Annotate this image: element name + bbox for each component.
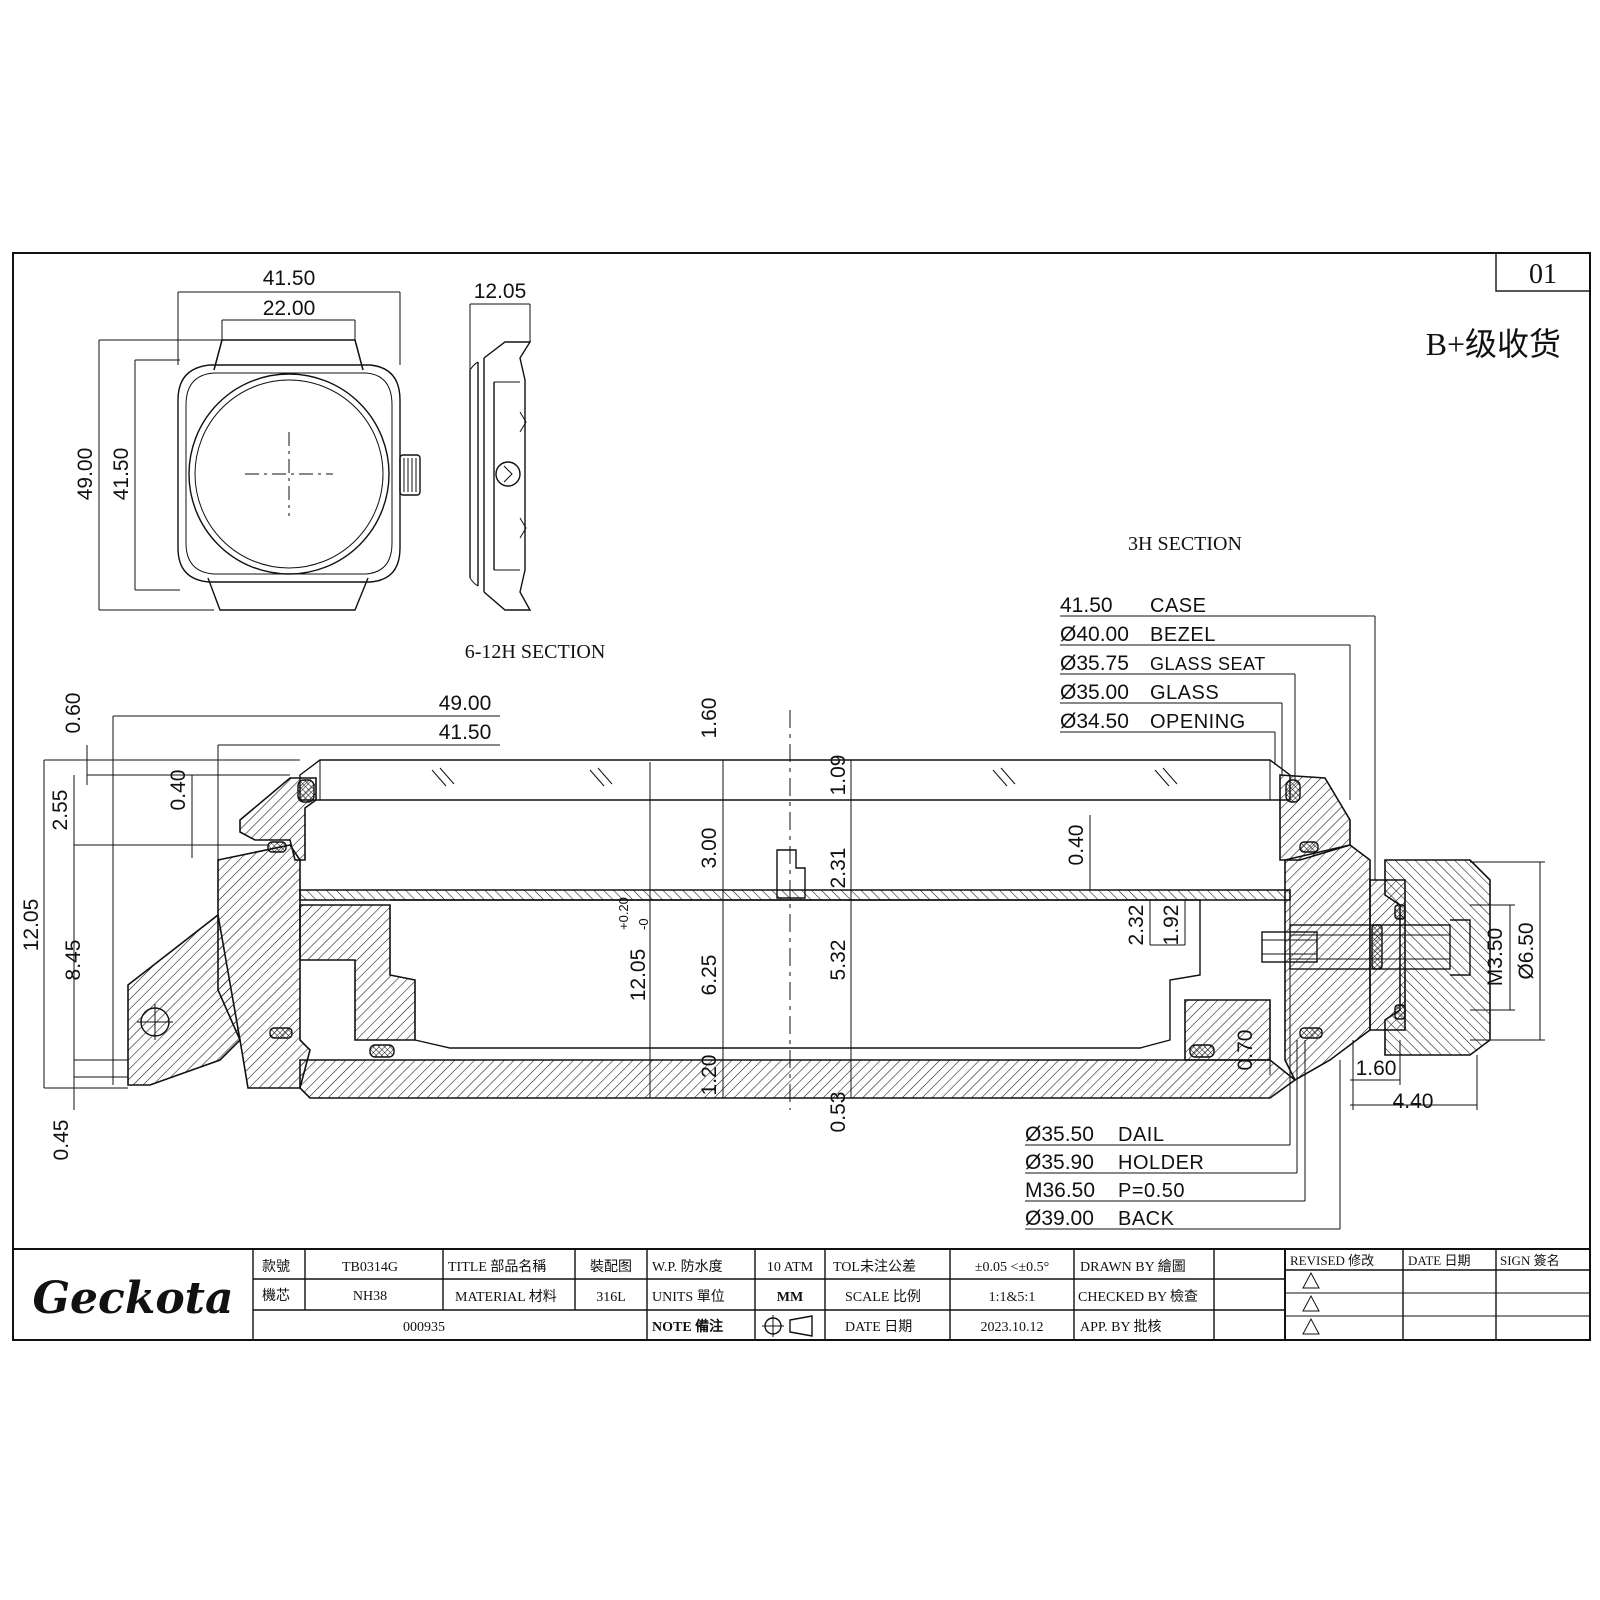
tol-label: TOL未注公差 xyxy=(833,1259,916,1275)
material-value: 316L xyxy=(596,1290,626,1305)
callout-leaders-top xyxy=(1060,615,1376,880)
drawn-by-label: DRAWN BY 繪圖 xyxy=(1080,1258,1186,1275)
section-6-12-title: 6-12H SECTION xyxy=(465,641,606,663)
callout-opening-value: Ø34.50 xyxy=(1060,710,1129,733)
projection-symbol-icon xyxy=(762,1315,813,1337)
dim-2-31: 2.31 xyxy=(827,848,850,889)
dim-3-00: 3.00 xyxy=(698,828,721,869)
callout-glass-seat-value: Ø35.75 xyxy=(1060,652,1129,675)
callout-list-top: 41.50 CASE Ø40.00 BEZEL Ø35.75 GLASS SEA… xyxy=(1060,594,1266,733)
callout-glass-value: Ø35.00 xyxy=(1060,681,1129,704)
dim-0-60: 0.60 xyxy=(62,693,85,734)
title-value: 裝配图 xyxy=(590,1259,632,1275)
sheet-border xyxy=(12,252,1591,1341)
section-3h-title: 3H SECTION xyxy=(1128,533,1242,555)
side-view xyxy=(469,303,532,611)
callout-case-value: 41.50 xyxy=(1060,594,1113,617)
dim-0-40: 0.40 xyxy=(167,770,190,811)
dim-tol-main: 12.05 xyxy=(627,949,650,1002)
app-by-label: APP. BY 批核 xyxy=(1080,1319,1162,1335)
callout-opening-label: OPENING xyxy=(1150,711,1246,733)
date-label: DATE 日期 xyxy=(845,1319,912,1335)
front-width-dim: 41.50 xyxy=(263,267,316,290)
crown-thread-dim: M3.50 xyxy=(1484,928,1507,986)
section-6-12-drawing xyxy=(43,710,1371,1110)
callout-back-value: Ø39.00 xyxy=(1025,1207,1094,1230)
callout-holder-value: Ø35.90 xyxy=(1025,1151,1094,1174)
dim-0-40b: 0.40 xyxy=(1065,825,1088,866)
callout-holder-label: HOLDER xyxy=(1118,1152,1204,1174)
callout-dail-value: Ø35.50 xyxy=(1025,1123,1094,1146)
callout-thread-label: P=0.50 xyxy=(1118,1180,1185,1202)
callout-bezel-value: Ø40.00 xyxy=(1060,623,1129,646)
style-value: TB0314G xyxy=(342,1260,398,1275)
dim-case-length: 41.50 xyxy=(439,721,492,744)
crown-1-60-dim: 1.60 xyxy=(1356,1057,1397,1080)
revision-sign-label: SIGN 簽名 xyxy=(1500,1253,1560,1268)
revision-date-label: DATE 日期 xyxy=(1408,1253,1470,1268)
dim-0-53: 0.53 xyxy=(827,1092,850,1133)
callout-glass-seat-label: GLASS SEAT xyxy=(1150,654,1266,674)
date-value: 2023.10.12 xyxy=(981,1320,1044,1335)
front-case-height-dim: 41.50 xyxy=(110,448,133,501)
wp-label: W.P. 防水度 xyxy=(652,1259,723,1275)
revision-triangles xyxy=(1302,1271,1320,1335)
dim-tol-lower: -0 xyxy=(636,918,651,930)
units-value: MM xyxy=(777,1290,803,1305)
front-height-dim: 49.00 xyxy=(74,448,97,501)
dim-8-45: 8.45 xyxy=(62,940,85,981)
note-label: NOTE 備注 xyxy=(652,1318,723,1335)
callout-bezel-label: BEZEL xyxy=(1150,624,1216,646)
grade-note: B+级收货 xyxy=(1426,326,1561,362)
style-label: 款號 xyxy=(262,1259,290,1275)
callout-back-label: BACK xyxy=(1118,1208,1175,1230)
dim-0-45: 0.45 xyxy=(50,1120,73,1161)
crown-diameter-dim: Ø6.50 xyxy=(1515,922,1538,979)
scale-label: SCALE 比例 xyxy=(845,1289,921,1305)
sheet-number: 01 xyxy=(1529,259,1557,290)
movement-value: NH38 xyxy=(353,1289,387,1304)
front-lug-width-dim: 22.00 xyxy=(263,297,316,320)
callout-dail-label: DAIL xyxy=(1118,1124,1164,1146)
front-view xyxy=(98,291,421,611)
callout-list-bottom: Ø35.50 DAIL Ø35.90 HOLDER M36.50 P=0.50 … xyxy=(1025,1123,1204,1230)
revised-label: REVISED 修改 xyxy=(1290,1253,1374,1268)
code-value: 000935 xyxy=(403,1320,445,1335)
dim-1-20: 1.20 xyxy=(698,1055,721,1096)
units-label: UNITS 單位 xyxy=(652,1289,725,1305)
dim-1-09: 1.09 xyxy=(827,755,850,796)
callout-glass-label: GLASS xyxy=(1150,682,1219,704)
crown-4-40-dim: 4.40 xyxy=(1393,1090,1434,1113)
scale-value: 1:1&5:1 xyxy=(989,1290,1036,1305)
crown-assembly xyxy=(1261,859,1545,1110)
dim-2-55: 2.55 xyxy=(49,790,72,831)
checked-by-label: CHECKED BY 檢查 xyxy=(1078,1288,1198,1305)
movement-label: 機芯 xyxy=(262,1288,290,1304)
dim-6-25: 6.25 xyxy=(698,955,721,996)
sheet-number-box: 01 xyxy=(1495,252,1591,292)
tol-value: ±0.05 <±0.5° xyxy=(975,1260,1049,1275)
callout-case-label: CASE xyxy=(1150,595,1206,617)
dim-12-05-tolerance: 12.05 +0.20 -0 xyxy=(616,897,651,1001)
title-block-grid xyxy=(13,1248,1590,1340)
side-thickness-dim: 12.05 xyxy=(474,280,527,303)
brand-logo: Geckota xyxy=(32,1273,233,1324)
material-label: MATERIAL 材料 xyxy=(455,1289,557,1305)
dim-5-32: 5.32 xyxy=(827,940,850,981)
dim-12-05: 12.05 xyxy=(20,899,43,952)
dim-tol-upper: +0.20 xyxy=(616,897,631,930)
dim-overall-length: 49.00 xyxy=(439,692,492,715)
dim-0-70: 0.70 xyxy=(1234,1030,1257,1071)
dim-1-60: 1.60 xyxy=(698,698,721,739)
title-label: TITLE 部品名稱 xyxy=(448,1259,546,1275)
dim-1-92: 1.92 xyxy=(1160,905,1183,946)
wp-value: 10 ATM xyxy=(767,1260,814,1275)
dim-2-32: 2.32 xyxy=(1125,905,1148,946)
callout-thread-value: M36.50 xyxy=(1025,1179,1095,1202)
